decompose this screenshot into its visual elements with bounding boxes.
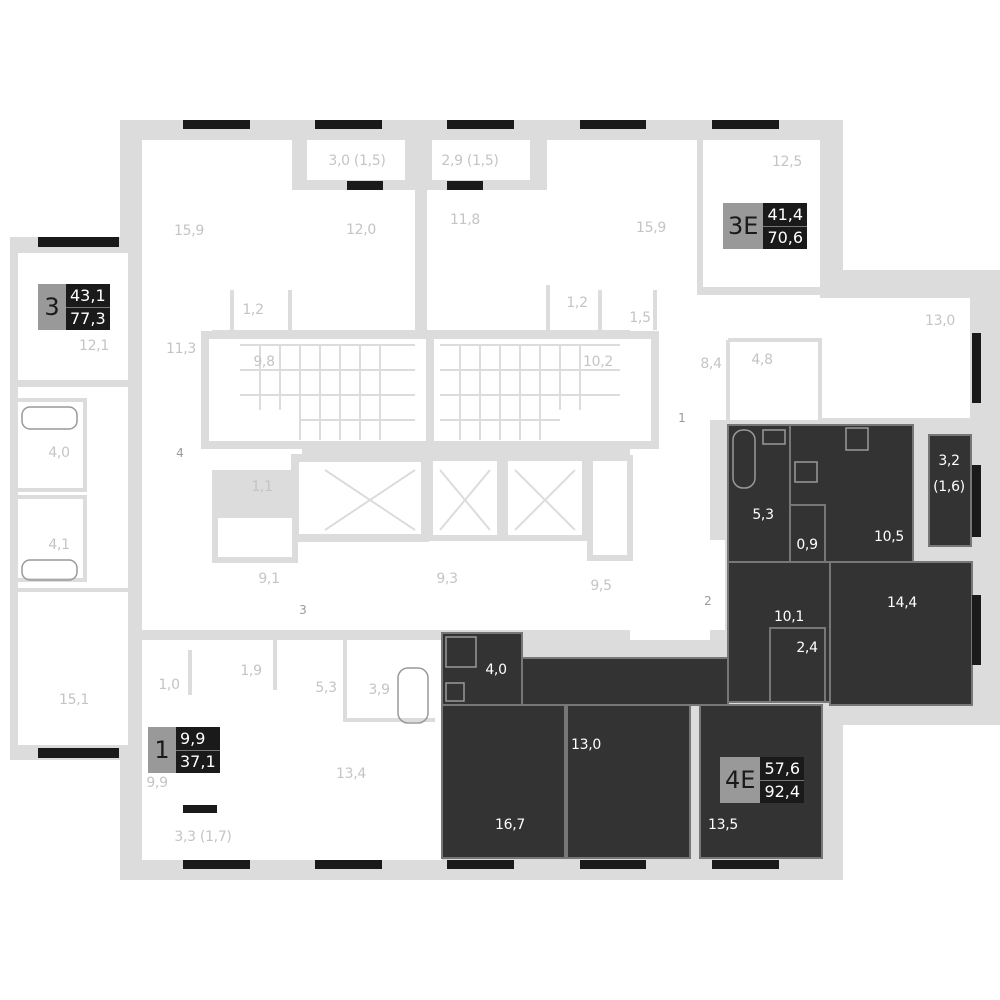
room-area: 3,3 (1,7) [174,829,232,845]
room-area: 12,5 [772,154,802,170]
room-area: 4,8 [751,352,773,368]
total-area: 92,4 [764,782,801,802]
room-area-highlight: 4,0 [485,662,507,678]
room-area: 15,1 [59,692,89,708]
living-area: 57,6 [760,757,805,781]
room-area: 10,2 [583,354,613,370]
room-area-highlight: (1,6) [933,479,965,495]
room-area: 1,2 [242,302,264,318]
room-area: 3,9 [368,682,390,698]
section-number: 2 [704,594,712,608]
total-area: 77,3 [70,309,106,329]
room-area: 9,3 [436,571,458,587]
fixtures [21,406,869,724]
room-area: 5,3 [315,680,337,696]
room-area: 12,0 [346,222,376,238]
room-area: 15,9 [636,220,666,236]
room-area: 1,0 [158,677,180,693]
apartment-type: 1 [148,727,176,773]
room-area: 9,8 [253,354,275,370]
room-area: 9,1 [258,571,280,587]
living-area: 9,9 [176,727,220,751]
room-area-highlight: 10,1 [774,609,804,625]
room-area: 4,0 [48,445,70,461]
room-area-highlight: 14,4 [887,595,917,611]
room-area: 9,9 [146,775,168,791]
room-area: 11,8 [450,212,480,228]
room-area: 11,3 [166,341,196,357]
living-area: 43,1 [66,284,110,308]
windows [38,120,981,869]
apartment-type: 3 [38,284,66,330]
section-number: 1 [678,411,686,425]
rooms [18,140,970,860]
room-area: 15,9 [174,223,204,239]
room-area: 4,1 [48,537,70,553]
room-area-highlight: 0,9 [796,537,818,553]
room-area: 13,0 [925,313,955,329]
section-number: 4 [176,446,184,460]
partitions [18,285,822,722]
total-area: 70,6 [767,228,804,248]
total-area: 37,1 [180,752,216,772]
room-area: 1,1 [251,479,273,495]
living-area: 41,4 [763,203,808,227]
room-area: 8,4 [700,356,722,372]
room-area: 13,4 [336,766,366,782]
room-area-highlight: 5,3 [752,507,774,523]
room-area: 2,9 (1,5) [441,153,499,169]
room-area: 1,9 [240,663,262,679]
room-area: 1,2 [566,295,588,311]
section-number: 3 [299,603,307,617]
apartment-type: 3E [723,203,764,249]
room-area: 9,5 [590,578,612,594]
room-area-highlight: 13,0 [571,737,601,753]
room-area: 12,1 [79,338,109,354]
room-area-highlight: 16,7 [495,817,525,833]
room-area: 1,5 [629,310,651,326]
stair-core [201,331,659,563]
apartment-type: 4E [720,757,761,803]
room-area: 3,0 (1,5) [328,153,386,169]
room-area-highlight: 13,5 [708,817,738,833]
room-area-highlight: 3,2 [938,453,960,469]
room-area-highlight: 10,5 [874,529,904,545]
room-area-highlight: 2,4 [796,640,818,656]
